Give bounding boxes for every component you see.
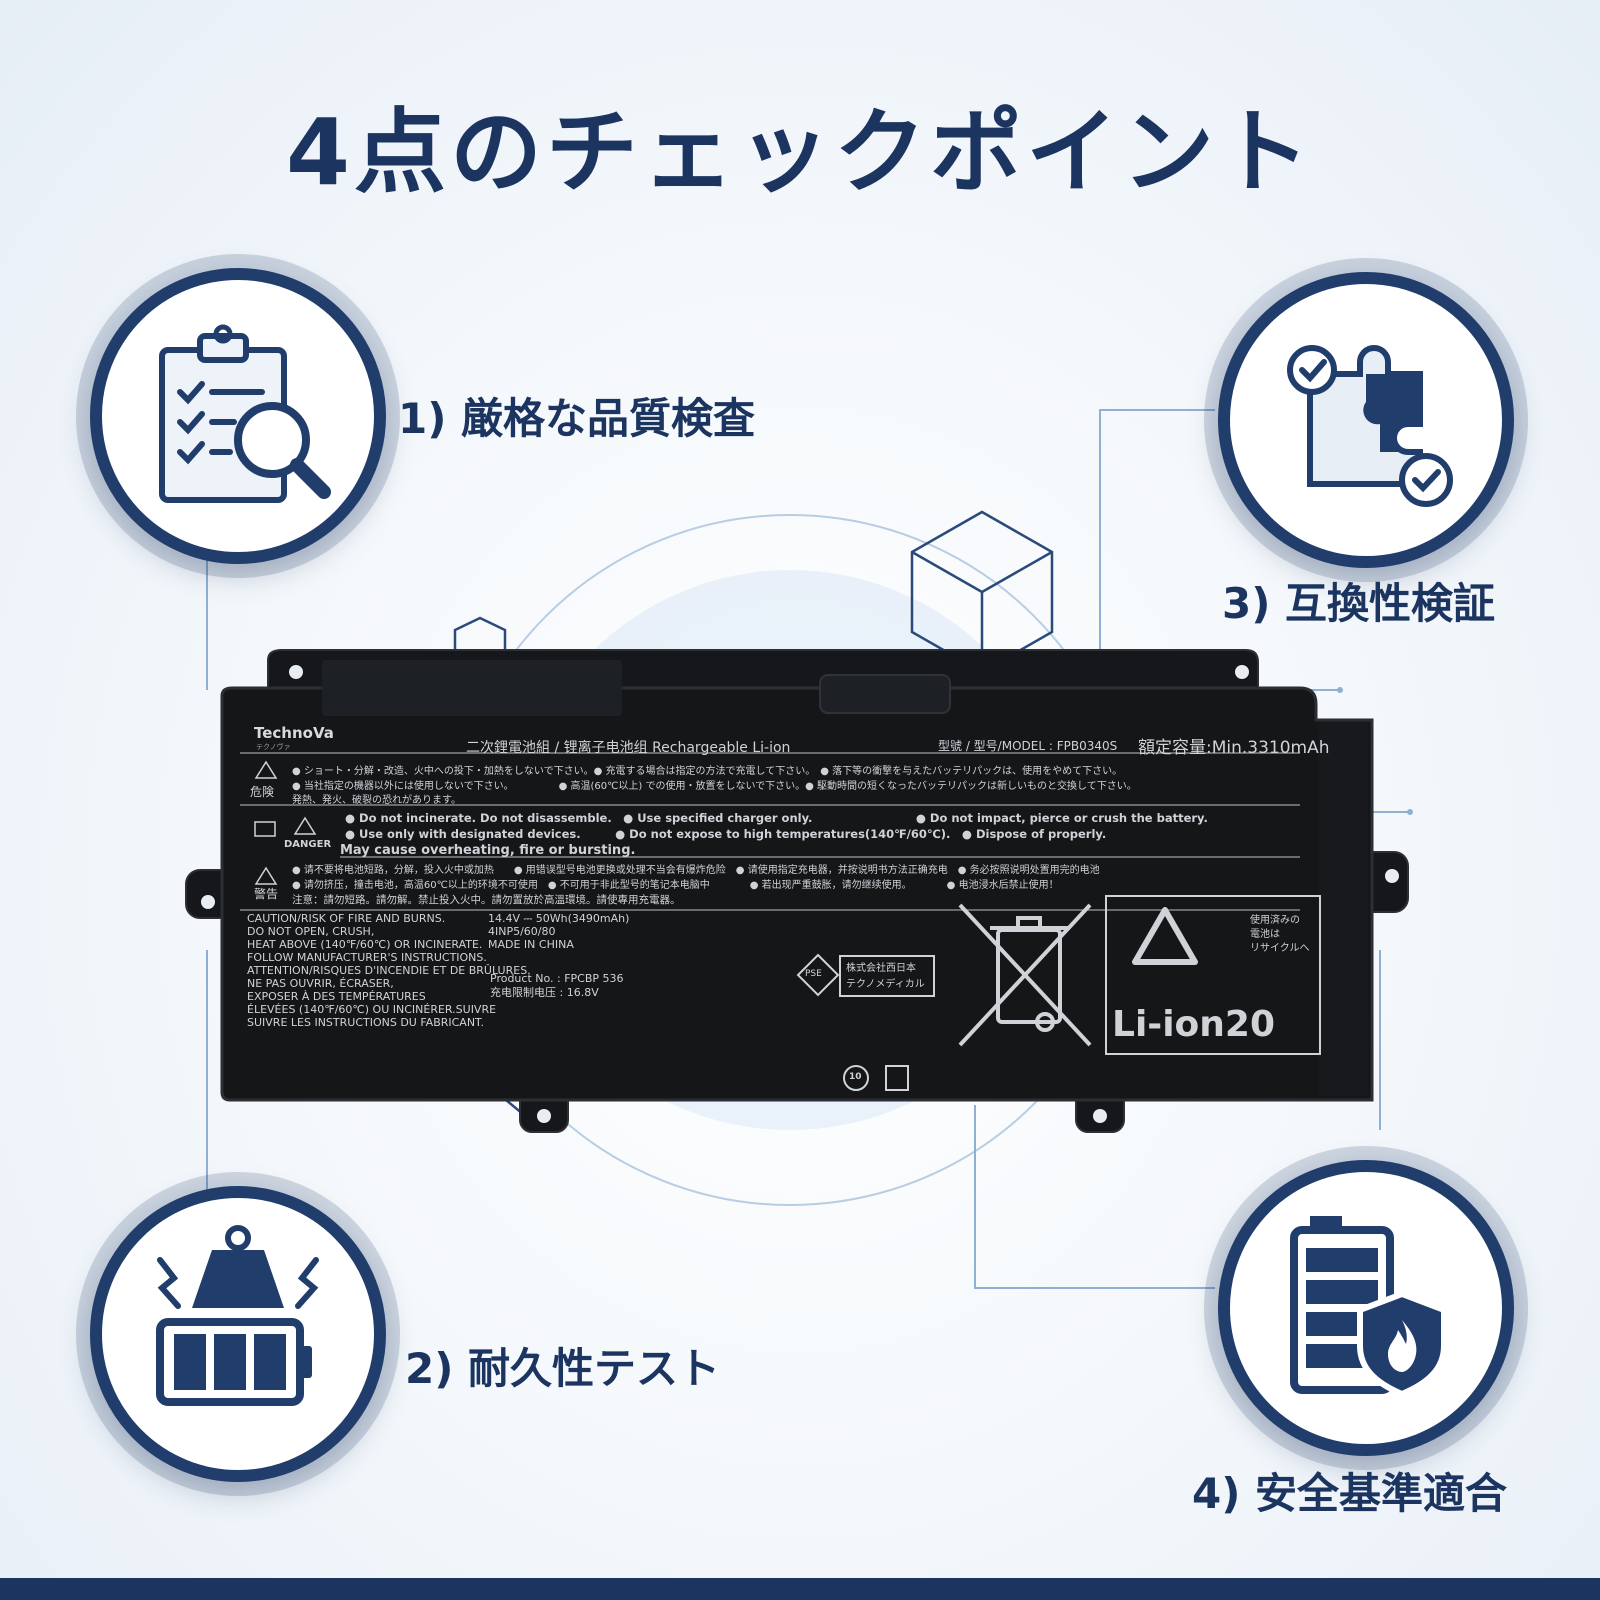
battery-brand: TechnoVa [254, 724, 334, 742]
epup-mark: 10 [849, 1072, 862, 1082]
warning-cn-label: 警告 [254, 887, 279, 901]
battery-type-label: 二次鋰電池組 / 锂离子电池组 Rechargeable Li-ion [466, 740, 791, 756]
pse-company-line-2: テクノメディカル [846, 979, 925, 990]
weight-battery-icon [156, 1225, 319, 1406]
spec-text-block: 14.4V ⎓ 50Wh(3490mAh) 4INP5/60/80 MADE I… [488, 912, 629, 951]
checkpoint-4-label: 4) 安全基準適合 [1192, 1469, 1508, 1518]
puzzle-check-icon [1287, 345, 1453, 507]
danger-jp-label: 危険 [250, 785, 275, 799]
caution-line: EXPOSER À DES TEMPÉRATURES [247, 990, 426, 1003]
spec-line: MADE IN CHINA [488, 938, 574, 951]
checkpoint-3-label: 3) 互換性検証 [1222, 579, 1496, 628]
recycle-battery-type: Li-ion20 [1112, 1004, 1276, 1045]
pse-company-line-1: 株式会社西日本 [846, 963, 916, 974]
caution-line: HEAT ABOVE (140℉/60℃) OR INCINERATE. [247, 938, 483, 951]
checkpoint-4-circle [1218, 1160, 1514, 1456]
caution-line: CAUTION/RISK OF FIRE AND BURNS. [247, 912, 446, 925]
charge-limit-voltage: 充电限制电压 : 16.8V [490, 986, 599, 999]
page-title: 4点のチェックポイント [285, 99, 1314, 206]
recycle-note-line-1: 使用済みの [1250, 915, 1300, 926]
danger-en-label: DANGER [284, 839, 332, 850]
battery-fire-shield-icon [1290, 1216, 1447, 1398]
warning-cn-line-1: ● 请不要将电池短路，分解，投入火中或加热 ● 用错误型号电池更换或处理不当会有… [292, 865, 1100, 876]
checkpoint-1-label: 1) 厳格な品質検査 [398, 394, 756, 443]
recycle-note-line-2: 電池は [1250, 929, 1280, 940]
danger-en-line-1: ● Do not incinerate. Do not disassemble.… [345, 811, 1208, 825]
clipboard-magnifier-icon [159, 324, 331, 503]
caution-line: NE PAS OUVRIR, ÉCRASER, [247, 977, 394, 990]
warning-cn-line-2: ● 请勿挤压，撞击电池，高温60℃以上的环境不可使用 ● 不可用于非此型号的笔记… [292, 880, 1059, 891]
checkpoint-1-circle [90, 268, 386, 564]
caution-text-block: CAUTION/RISK OF FIRE AND BURNS. DO NOT O… [247, 912, 531, 1029]
caution-line: ÉLEVÉES (140℉/60℃) OU INCINÉRER.SUIVRE [247, 1003, 497, 1016]
caution-line: FOLLOW MANUFACTURER'S INSTRUCTIONS. [247, 951, 487, 964]
warning-cn-line-3: 注意：請勿短路。請勿解。禁止投入火中。請勿置放於高溫環境。請使專用充電器。 [292, 894, 681, 906]
danger-jp-line-2: ● 当社指定の機器以外には使用しないで下さい。 ● 高温(60℃以上) での使用… [292, 781, 1137, 792]
product-number: Product No. : FPCBP 536 [490, 972, 624, 985]
danger-en-line-2: ● Use only with designated devices. ● Do… [345, 827, 1107, 841]
caution-line: SUIVRE LES INSTRUCTIONS DU FABRICANT. [247, 1016, 484, 1029]
recycle-note-line-3: リサイクルへ [1250, 943, 1310, 954]
battery-model: 型號 / 型号/MODEL : FPB0340S [938, 739, 1118, 753]
battery-capacity: 額定容量:Min.3310mAh [1138, 738, 1330, 758]
pse-mark: PSE [805, 969, 822, 979]
danger-en-line-3: May cause overheating, fire or bursting. [340, 843, 636, 858]
caution-line: DO NOT OPEN, CRUSH, [247, 925, 375, 938]
bottom-bar [0, 1578, 1600, 1600]
spec-line: 14.4V ⎓ 50Wh(3490mAh) [488, 912, 630, 925]
danger-jp-line-1: ● ショート・分解・改造、火中への投下・加熱をしないで下さい。● 充電する場合は… [292, 766, 1123, 777]
checkpoint-2-label: 2) 耐久性テスト [405, 1344, 721, 1393]
battery-brand-sub: テクノヴァ [256, 743, 291, 751]
spec-line: 4INP5/60/80 [488, 925, 556, 938]
danger-jp-line-3: 発熱、発火、破裂の恐れがあります。 [292, 795, 461, 806]
caution-line: ATTENTION/RISQUES D'INCENDIE ET DE BRÛLU… [247, 964, 531, 977]
